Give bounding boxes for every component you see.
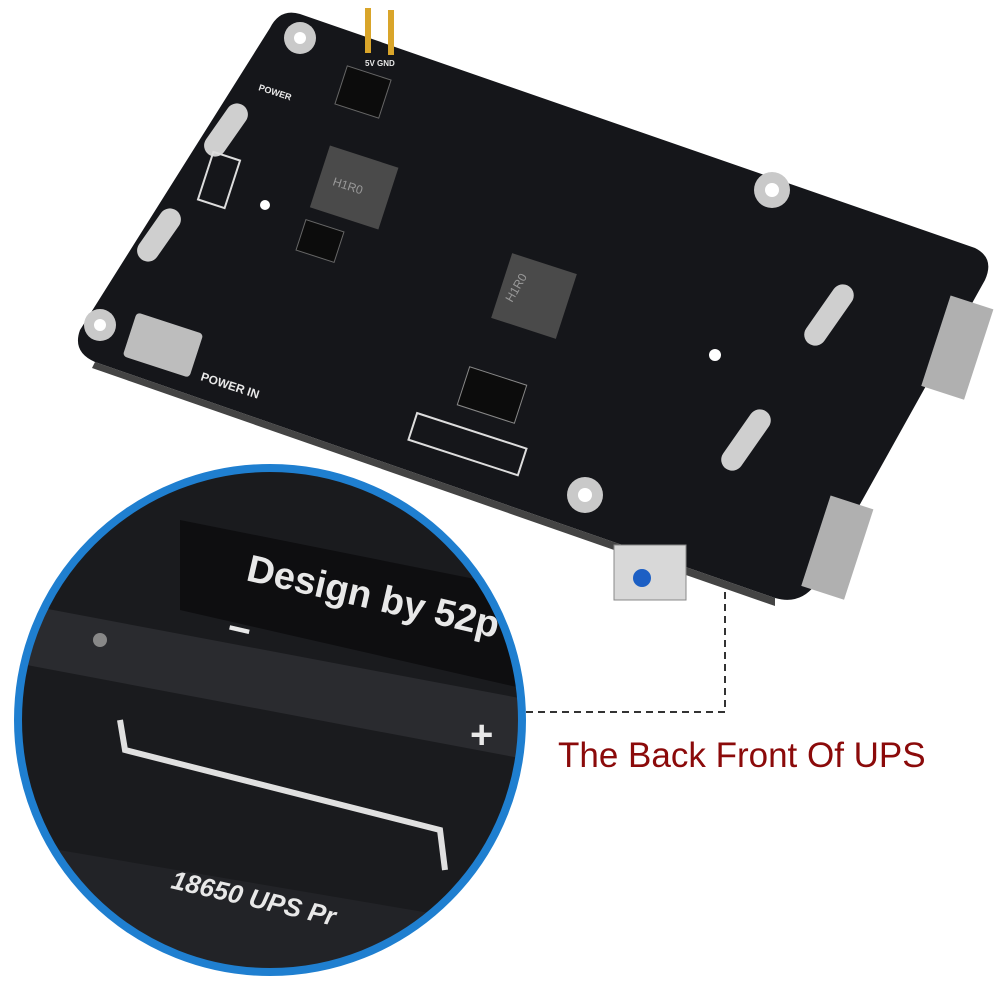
plus-label: + [470, 713, 493, 757]
caption: The Back Front Of UPS [558, 736, 926, 775]
magnifier-ring [14, 464, 526, 976]
pcb-board: POWER IN POWER 5V GND H1R0 H1R0 [77, 8, 994, 606]
mounting-holes [84, 22, 790, 513]
callout-line [520, 592, 726, 713]
magnifier: Design by 52p 18650 UPS Pr − + [14, 464, 526, 976]
components [123, 8, 994, 601]
header-label: 5V GND [365, 59, 395, 68]
board-slots [137, 103, 854, 471]
reset-button [633, 569, 651, 587]
